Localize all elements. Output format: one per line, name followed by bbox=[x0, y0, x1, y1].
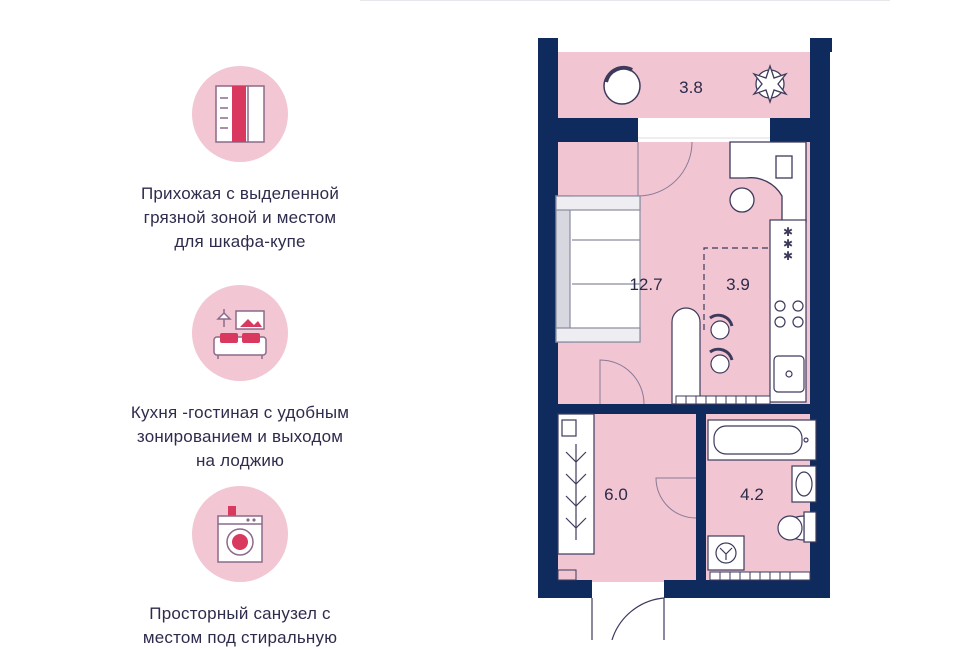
svg-text:✱: ✱ bbox=[783, 249, 793, 263]
desk-icon bbox=[729, 141, 807, 223]
feature-kitchen-living: Кухня -гостиная с удобным зонированием и… bbox=[90, 285, 390, 473]
plant-icon bbox=[752, 63, 788, 105]
wardrobe-icon bbox=[192, 66, 288, 162]
toilet-icon bbox=[777, 511, 817, 543]
washing-machine-icon bbox=[192, 486, 288, 582]
svg-text:✱: ✱ bbox=[783, 237, 793, 251]
feature-hallway: Прихожая с выделенной грязной зоной и ме… bbox=[90, 66, 390, 254]
sofa-icon bbox=[192, 285, 288, 381]
hall-area-label: 6.0 bbox=[604, 485, 628, 504]
feature-line: для шкафа-купе bbox=[174, 232, 306, 251]
feature-line: грязной зоной и местом bbox=[143, 208, 337, 227]
radiator bbox=[675, 395, 771, 405]
feature-line: Кухня -гостиная с удобным bbox=[130, 403, 350, 422]
bathtub-icon bbox=[707, 419, 817, 461]
armchair-icon bbox=[603, 65, 641, 105]
living-area-label: 12.7 bbox=[629, 275, 662, 294]
sink-icon bbox=[791, 465, 817, 503]
bathroom-door-swing bbox=[655, 477, 697, 519]
feature-hallway-text: Прихожая с выделенной грязной зоной и ме… bbox=[90, 182, 390, 254]
feature-bathroom: Просторный санузел с местом под стиральн… bbox=[90, 486, 390, 650]
kitchen-counter: ✱ ✱ ✱ bbox=[769, 219, 807, 403]
sofa-plan-icon bbox=[555, 195, 641, 343]
loggia-door-swing bbox=[637, 141, 693, 197]
wardrobe-plan-icon bbox=[557, 413, 595, 555]
bathroom-area-label: 4.2 bbox=[740, 485, 764, 504]
feature-kitchen-living-text: Кухня -гостиная с удобным зонированием и… bbox=[90, 401, 390, 473]
svg-text:✱: ✱ bbox=[783, 225, 793, 239]
washing-machine-plan-icon bbox=[707, 535, 745, 571]
feature-line: зонированием и выходом bbox=[136, 427, 344, 446]
feature-line: Прихожая с выделенной bbox=[140, 184, 340, 203]
kitchen-zone-border bbox=[703, 247, 770, 330]
bathroom-radiator bbox=[709, 571, 811, 581]
entrance-door bbox=[591, 597, 665, 640]
loggia-area-label: 3.8 bbox=[679, 78, 703, 97]
feature-line: Просторный санузел с bbox=[149, 604, 331, 623]
bar-counter bbox=[671, 307, 734, 405]
hall-door-swing bbox=[599, 359, 645, 405]
kitchen-area-label: 3.9 bbox=[726, 275, 750, 294]
feature-line: на лоджию bbox=[195, 451, 285, 470]
shoe-rack bbox=[557, 569, 577, 581]
